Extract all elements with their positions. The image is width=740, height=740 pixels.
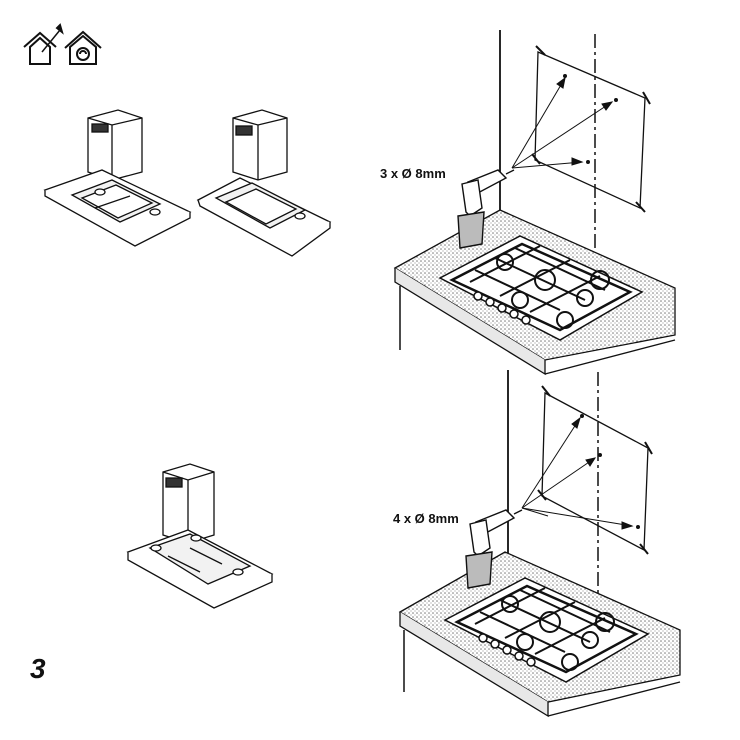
step-number: 3 — [30, 653, 46, 684]
hood-curved-glass-1 — [43, 109, 192, 247]
hood-flat-box — [126, 463, 274, 609]
hood-curved-glass-2 — [196, 109, 332, 257]
house-recirculate-icon — [64, 30, 102, 65]
install-scene-bottom — [398, 370, 681, 718]
drill-hole-label-top: 3 x Ø 8mm — [380, 166, 446, 181]
house-install-icon — [23, 23, 64, 65]
drill-hole-label-bottom: 4 x Ø 8mm — [393, 511, 459, 526]
install-scene-top — [393, 30, 676, 376]
